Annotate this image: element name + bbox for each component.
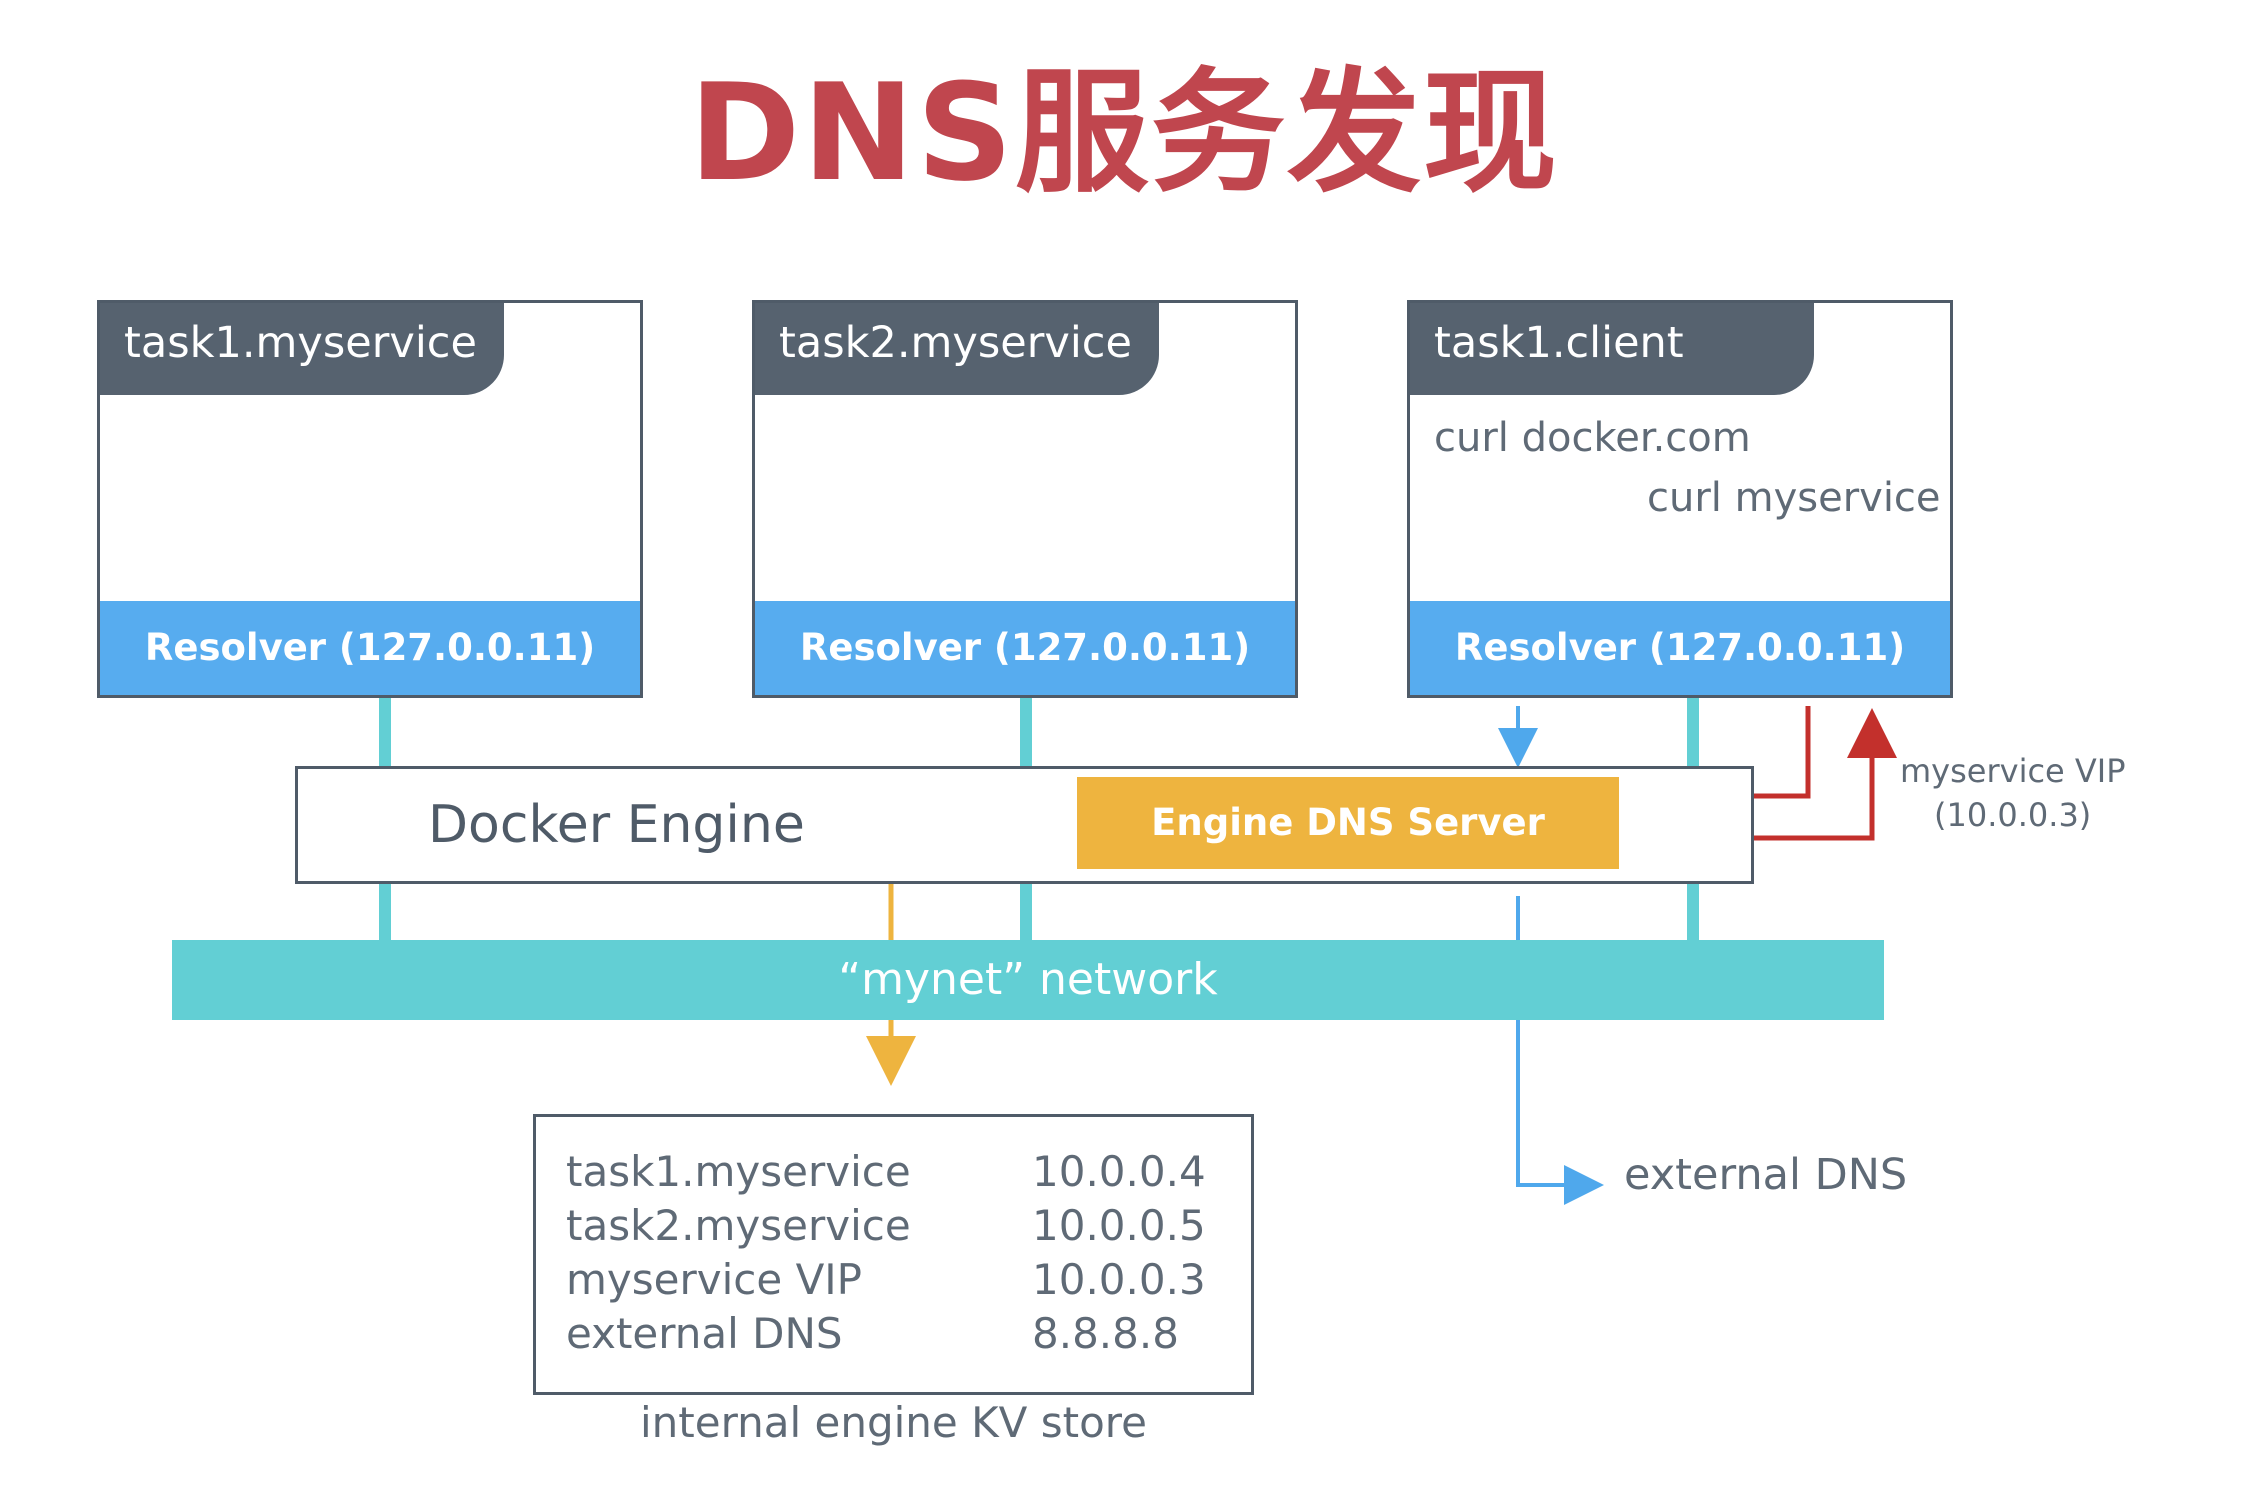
kv-ip: 8.8.8.8 bbox=[1032, 1309, 1179, 1358]
container-task1-myservice: task1.myservice Resolver (127.0.0.11) bbox=[97, 300, 643, 698]
command-curl-myservice: curl myservice bbox=[1647, 475, 1941, 521]
container-name: task1.client bbox=[1410, 303, 1814, 395]
resolver: Resolver (127.0.0.11) bbox=[755, 601, 1295, 695]
resolver: Resolver (127.0.0.11) bbox=[100, 601, 640, 695]
vip-label: myservice VIP bbox=[1900, 752, 2126, 790]
container-task1-client: task1.client curl docker.com curl myserv… bbox=[1407, 300, 1953, 698]
kv-ip: 10.0.0.4 bbox=[1032, 1147, 1206, 1196]
kv-store-table: task1.myservice 10.0.0.4 task2.myservice… bbox=[533, 1114, 1254, 1395]
command-curl-docker: curl docker.com bbox=[1434, 415, 1751, 461]
external-dns-label: external DNS bbox=[1624, 1150, 1908, 1200]
docker-engine-label: Docker Engine bbox=[428, 795, 805, 855]
kv-name: myservice VIP bbox=[566, 1255, 863, 1304]
kv-name: task2.myservice bbox=[566, 1201, 911, 1250]
kv-store-caption: internal engine KV store bbox=[640, 1398, 1147, 1447]
resolver: Resolver (127.0.0.11) bbox=[1410, 601, 1950, 695]
mynet-network: “mynet” network bbox=[172, 940, 1884, 1020]
container-task2-myservice: task2.myservice Resolver (127.0.0.11) bbox=[752, 300, 1298, 698]
kv-name: task1.myservice bbox=[566, 1147, 911, 1196]
page-title: DNS服务发现 bbox=[689, 55, 1559, 211]
kv-name: external DNS bbox=[566, 1309, 843, 1358]
kv-ip: 10.0.0.5 bbox=[1032, 1201, 1206, 1250]
kv-ip: 10.0.0.3 bbox=[1032, 1255, 1206, 1304]
container-name: task2.myservice bbox=[755, 303, 1159, 395]
engine-dns-server: Engine DNS Server bbox=[1077, 777, 1619, 869]
container-name: task1.myservice bbox=[100, 303, 504, 395]
vip-address: (10.0.0.3) bbox=[1934, 796, 2092, 834]
network-connectors bbox=[379, 698, 1699, 940]
